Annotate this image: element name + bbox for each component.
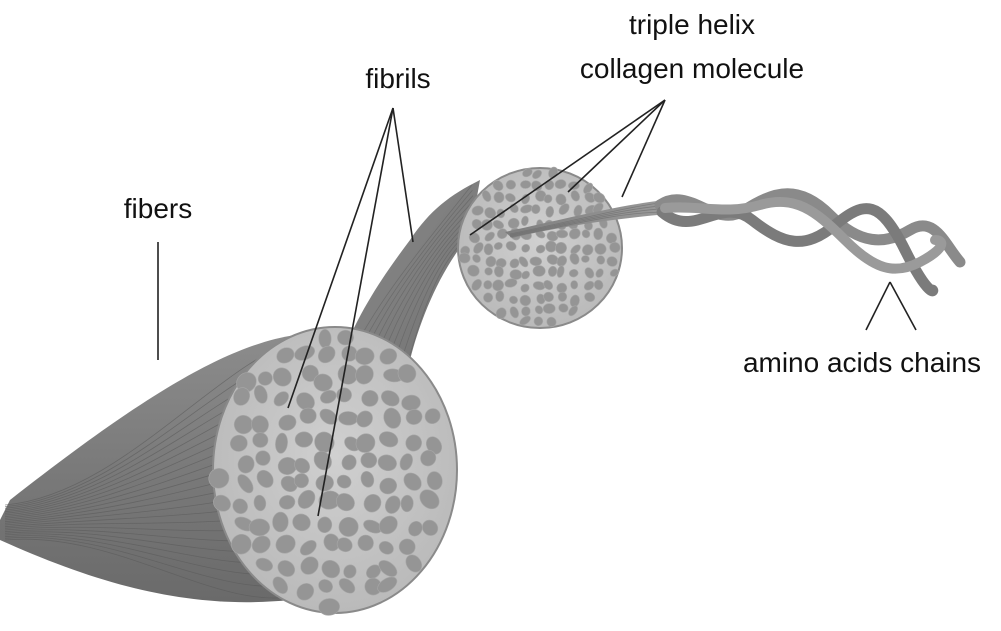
triple-helix — [660, 194, 960, 291]
fibril-dot — [300, 408, 317, 424]
label-triple-helix: triple helix — [629, 9, 755, 40]
chains-leader-1 — [866, 282, 890, 330]
fibrils-leader-3 — [393, 108, 413, 242]
fibril-dot — [581, 255, 589, 263]
fibril-dot — [319, 329, 332, 348]
label-amino-acids-chains: amino acids chains — [743, 347, 981, 378]
fibril-dot — [483, 280, 492, 289]
fibril-dot — [272, 512, 288, 532]
fibril-dot — [249, 519, 270, 536]
fibril-dot — [533, 266, 545, 277]
fibril-dot — [484, 243, 493, 255]
label-fibers: fibers — [124, 193, 192, 224]
fibril-dot — [545, 241, 557, 253]
fibril-dot — [520, 180, 531, 188]
fibril-dot — [295, 431, 313, 447]
fibril-dot — [543, 303, 556, 314]
label-fibrils: fibrils — [365, 63, 430, 94]
helix-leader-2 — [568, 100, 665, 192]
fibril-dot — [570, 280, 577, 289]
label-collagen-molecule: collagen molecule — [580, 53, 804, 84]
helix-strand-2 — [662, 209, 933, 291]
chains-leader-2 — [890, 282, 916, 330]
fibril-dot — [531, 204, 540, 213]
fibril-dot — [593, 228, 603, 240]
